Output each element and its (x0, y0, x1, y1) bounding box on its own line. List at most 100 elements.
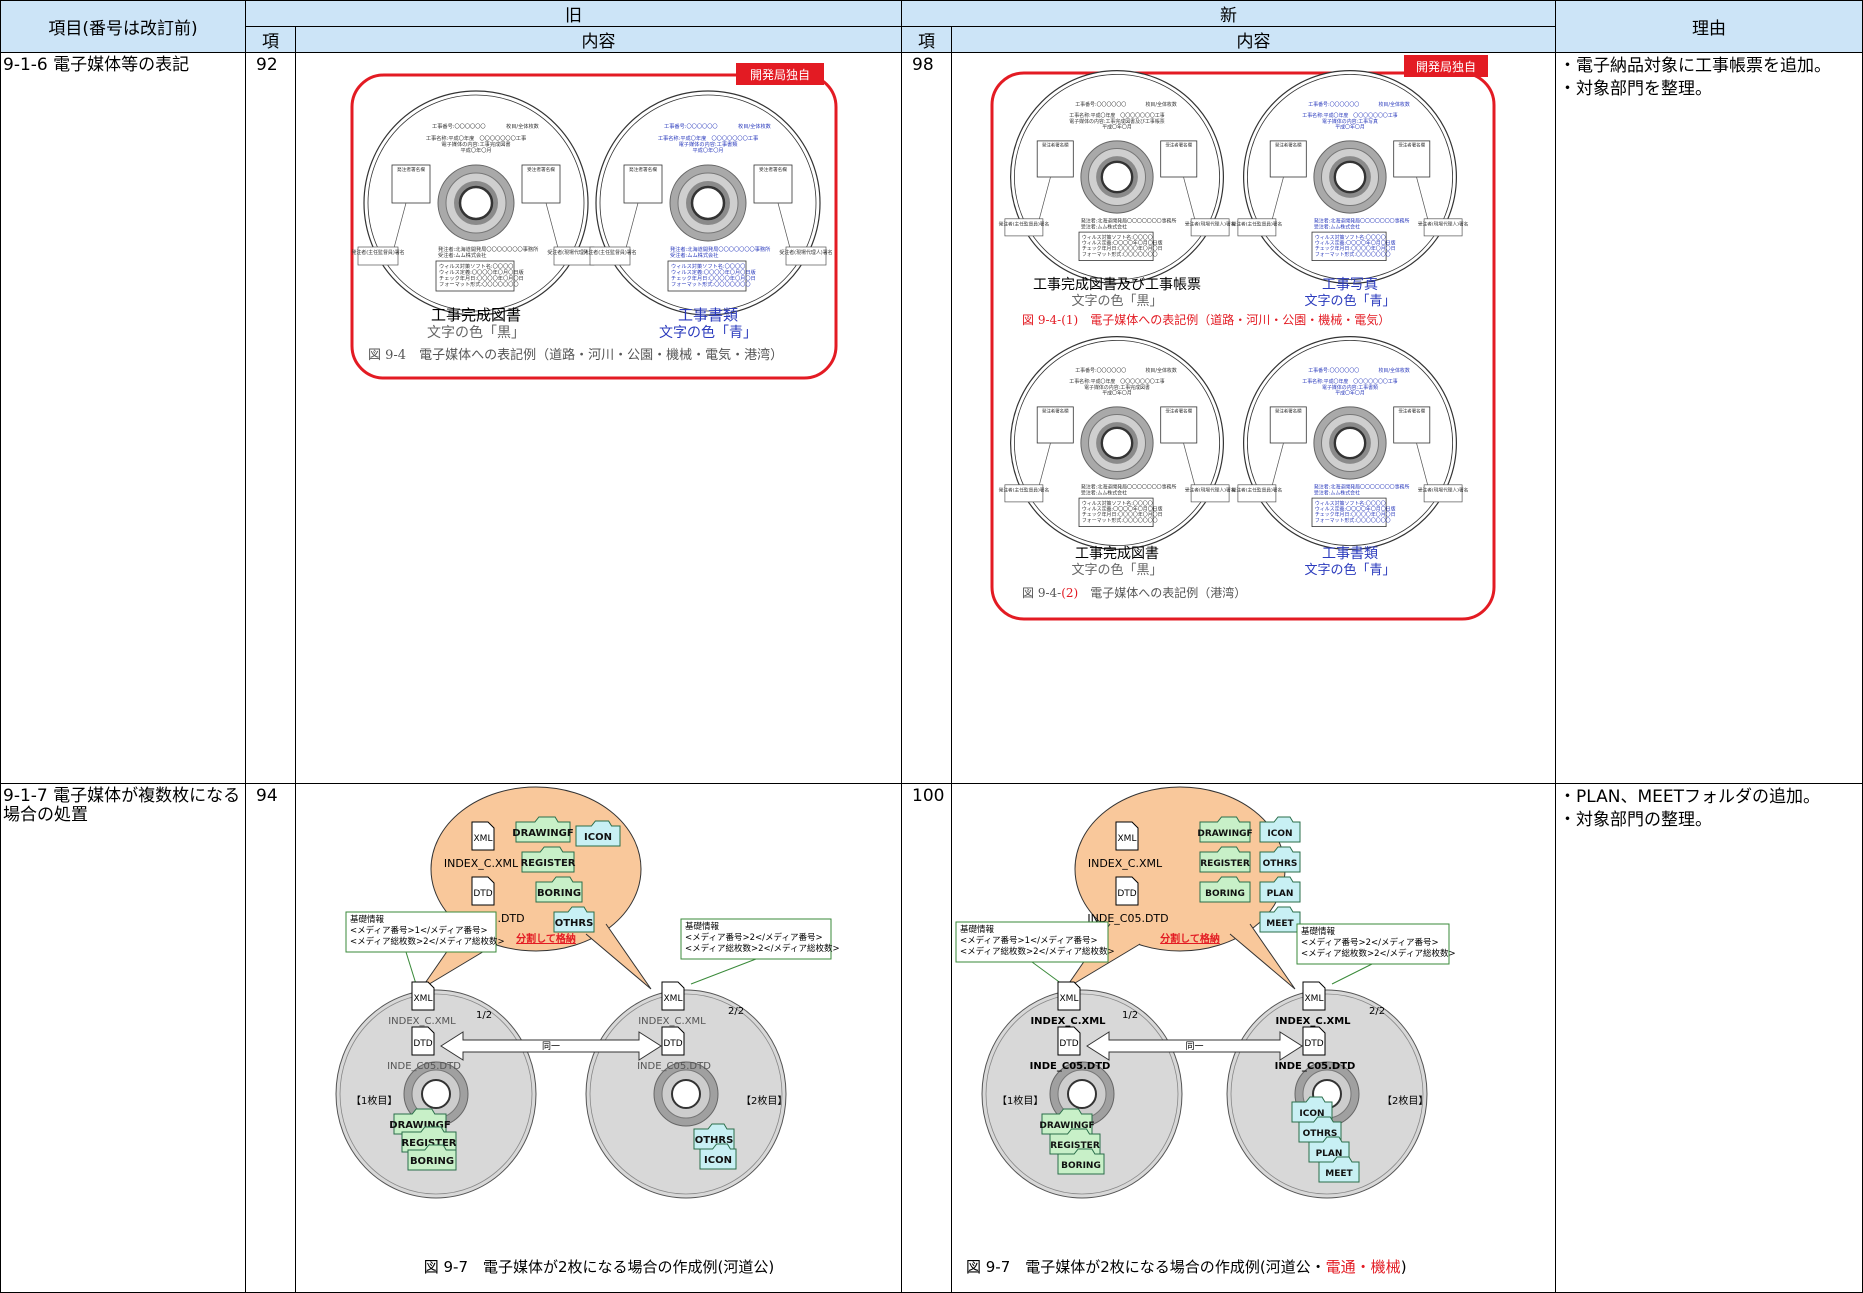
file-icon (1115, 876, 1139, 906)
callout-client: 発注者(主任監督員)署名 (583, 249, 636, 256)
callout-client: 発注者(主任監督員)署名 (999, 486, 1050, 493)
bubble-folder-register: REGISTER (520, 846, 576, 873)
disc-new-4: 工事番号:〇〇〇〇〇〇枚目/全体枚数工事名称:平成〇年度 〇〇〇〇〇〇〇工事電子… (1232, 335, 1468, 551)
folder-icon (407, 1144, 457, 1171)
reason-line: ・対象部門の整理。 (1559, 810, 1712, 830)
disc-date: 平成〇年〇月 (1102, 390, 1132, 397)
folder-label: DRAWINGF (389, 1120, 450, 1131)
file-icon (1302, 981, 1326, 1011)
folder-icon (535, 876, 583, 903)
folder-icon (553, 906, 595, 933)
callout-box-contractor (1423, 484, 1463, 503)
sign-label-contractor: 受注者署名欄 (527, 166, 555, 173)
callout-contractor: 受注者(現場代理人)署名 (1418, 220, 1469, 227)
disc-client-line: 発注者:北海道開発局〇〇〇〇〇〇〇事務所 (1314, 218, 1410, 225)
virus-box (1078, 497, 1154, 527)
disc-new-3: 工事番号:〇〇〇〇〇〇枚目/全体枚数工事名称:平成〇年度 〇〇〇〇〇〇〇工事電子… (999, 335, 1235, 551)
callout-line-contractor (545, 202, 559, 249)
disc-rim (339, 993, 533, 1195)
callout-line-client (625, 202, 639, 249)
bubble-folder-drawingf: DRAWINGF (1197, 816, 1253, 843)
disc-index-label: INDEX_C.XML (1275, 1016, 1351, 1027)
disc-inde-label: INDE_C05.DTD (387, 1061, 461, 1072)
disc-number-1: 1/2 (476, 1010, 492, 1021)
bubble-folder-boring: BORING (535, 876, 583, 903)
disc-first-label: 【1枚目】 (351, 1094, 397, 1107)
virus-box (1078, 231, 1154, 261)
multi-caption-new: 図 9-7 電子媒体が2枚になる場合の作成例(河道公・電通・機械) (966, 1258, 1407, 1276)
file-type-label: DTD (1304, 1039, 1323, 1049)
caption-part: 図 9-7 電子媒体が2枚になる場合の作成例(河道公・ (966, 1258, 1326, 1276)
folder-label: MEET (1266, 919, 1294, 929)
folder-icon (515, 816, 571, 843)
new2-color-right: 文字の色「青」 (1304, 562, 1395, 578)
file-icon (1302, 1026, 1326, 1056)
virus-box (435, 260, 515, 292)
disc-inner-ring (1247, 74, 1453, 280)
disc-check-date: チェック年月日:〇〇〇〇年〇月〇日 (1082, 245, 1163, 252)
folder-icon (1259, 846, 1301, 873)
header-naiyou-new: 内容 (951, 26, 1556, 53)
info-title: 基礎情報 (685, 921, 720, 932)
sign-box-client (623, 164, 663, 204)
old-title-left: 工事完成図書 (431, 306, 521, 324)
bubble-tail-right-stroke (1229, 923, 1296, 990)
sign-label-client: 発注者署名欄 (1042, 142, 1069, 149)
info-line-2: <メディア総枚数>2</メディア総枚数> (350, 936, 505, 947)
disc-inde-label: INDE_C05.DTD (637, 1061, 711, 1072)
callout-line-contractor (1416, 176, 1429, 220)
bubble-tail-right (586, 924, 651, 989)
disc-right: 工事番号:〇〇〇〇〇〇枚目/全体枚数工事名称:平成〇年度 〇〇〇〇〇〇〇工事電子… (583, 90, 833, 316)
disc-second-label: 【2枚目】 (1382, 1094, 1428, 1107)
callout-line-client (393, 202, 407, 249)
callout-line-client (1271, 176, 1284, 220)
new2-title-right: 工事書類 (1322, 546, 1378, 562)
disc-hole (421, 1079, 451, 1109)
disc-dtd-2: DTD (1302, 1026, 1326, 1056)
caption-part-red: 電通・機械 (1326, 1258, 1401, 1276)
folder-label: DRAWINGF (1197, 829, 1252, 839)
bubble-folder-othrs: OTHRS (1259, 846, 1301, 873)
disc-work-name: 工事名称:平成〇年度 〇〇〇〇〇〇〇工事 (426, 134, 526, 142)
same-arrow (440, 1031, 662, 1061)
info-line-1: <メディア番号>1</メディア番号> (350, 925, 488, 936)
folder-label: OTHRS (1303, 1129, 1338, 1139)
info-line-2: <メディア総枚数>2</メディア総枚数> (1301, 948, 1456, 959)
file-type-label: DTD (1117, 889, 1136, 899)
disc-xml-2: XML (1302, 981, 1326, 1011)
row1-new-no: 98 (912, 55, 934, 75)
same-arrow (1086, 1031, 1303, 1061)
disc-work-name: 工事名称:平成〇年度 〇〇〇〇〇〇〇工事 (1069, 112, 1165, 119)
disc-format: フォーマット形式:〇〇〇〇〇〇〇 (671, 280, 751, 288)
disc-format: フォーマット形式:〇〇〇〇〇〇〇 (439, 280, 519, 288)
folder-label: ICON (584, 832, 612, 843)
callout-line-contractor (777, 202, 791, 249)
file-icon (661, 1026, 685, 1056)
sign-box-contractor (1160, 140, 1198, 178)
disc-date: 平成〇年〇月 (460, 146, 491, 154)
disc-client-line: 発注者:北海道開発局〇〇〇〇〇〇〇事務所 (1081, 218, 1177, 225)
folder-label: ICON (704, 1155, 732, 1166)
new-caption-2: 図 9-4-(2) 電子媒体への表記例（港湾） (1022, 585, 1246, 600)
new1-color-left: 文字の色「黒」 (1071, 293, 1162, 309)
header-reason: 理由 (1555, 0, 1863, 53)
bubble-folder-othrs: OTHRS (553, 906, 595, 933)
folder-label: REGISTER (520, 858, 575, 869)
bubble-folder-drawingf: DRAWINGF (512, 816, 574, 843)
disc-check-date: チェック年月日:〇〇〇〇年〇月〇日 (1082, 511, 1163, 518)
bubble-xml: XML (471, 821, 495, 851)
header-kou-new: 項 (901, 26, 952, 53)
disc-dtd-2: DTD (661, 1026, 685, 1056)
info-line-1: <メディア番号>2</メディア番号> (685, 932, 823, 943)
callout-box-client (1004, 484, 1044, 503)
reason-line: ・PLAN、MEETフォルダの追加。 (1559, 787, 1820, 807)
disc-inner-ring (367, 94, 585, 312)
bubble-tail-right-stroke (585, 923, 652, 990)
disc-xml-2: XML (661, 981, 685, 1011)
callout-box-client (1237, 218, 1277, 237)
info-title: 基礎情報 (1301, 926, 1336, 937)
disc-format: フォーマット形式:〇〇〇〇〇〇〇 (1315, 251, 1391, 258)
sign-box-contractor (1393, 140, 1431, 178)
file-icon (471, 876, 495, 906)
callout-line-client (1271, 442, 1284, 486)
